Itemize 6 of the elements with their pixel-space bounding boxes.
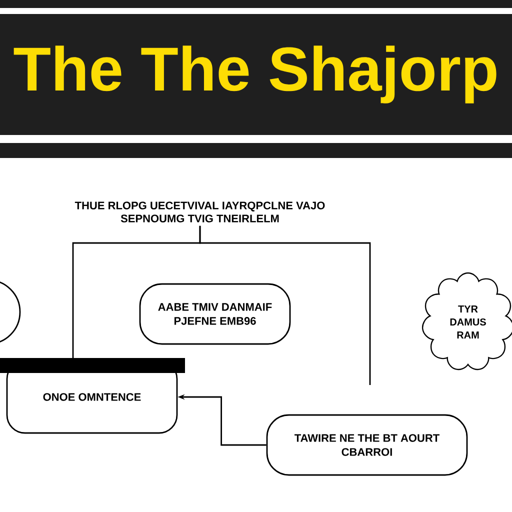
header-text: THUE RLOPG UECETVIVAL IAYRQPCLNE VAJO SEPNOUMG TVIG TNEIRLELM: [74, 202, 325, 222]
rounded-box: TAWIRE NE THE BT AOURT CBARROI: [266, 414, 468, 476]
title-banner: The The Shajorp: [0, 14, 512, 135]
rounded-box: AABE TMIV DANMAIF PJEFNE EMB96: [139, 283, 291, 345]
bar-box: ONOE OMNTENCE: [0, 358, 185, 434]
connector-line: [199, 226, 371, 385]
